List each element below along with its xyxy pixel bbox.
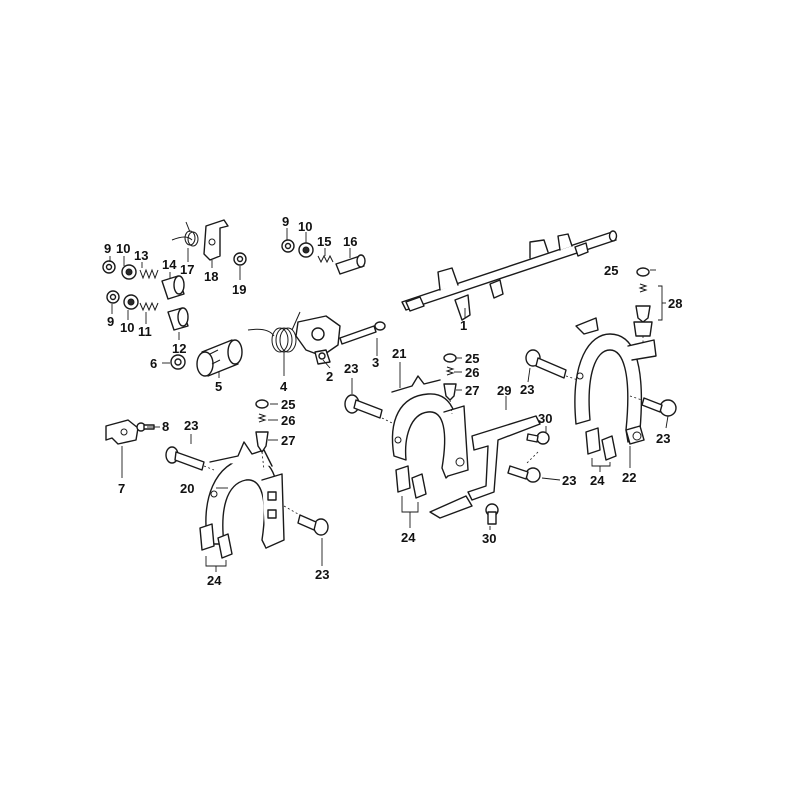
callout-2: 2 bbox=[326, 369, 333, 384]
assembly-dash-lines bbox=[203, 336, 644, 515]
callout-4: 4 bbox=[280, 379, 288, 394]
screw-30-lower bbox=[485, 503, 499, 525]
callout-12: 12 bbox=[172, 341, 186, 356]
callout-23-a: 23 bbox=[184, 418, 198, 433]
selector-lever-part bbox=[295, 315, 341, 365]
slide-pad-24-right bbox=[585, 427, 617, 461]
callout-24-right: 24 bbox=[590, 473, 605, 488]
callout-22: 22 bbox=[622, 470, 636, 485]
bracket-part bbox=[105, 419, 139, 445]
callout-20: 20 bbox=[180, 481, 194, 496]
bushing-part bbox=[170, 354, 186, 370]
callout-26-middle: 26 bbox=[465, 365, 479, 380]
callout-10-center: 10 bbox=[298, 219, 312, 234]
callout-19: 19 bbox=[232, 282, 246, 297]
mounting-plate-part bbox=[203, 219, 229, 261]
callout-6: 6 bbox=[150, 356, 157, 371]
callout-10-upper: 10 bbox=[116, 241, 130, 256]
callout-23-d: 23 bbox=[520, 382, 534, 397]
screw-30-upper bbox=[526, 431, 550, 445]
callout-1: 1 bbox=[460, 318, 467, 333]
bolt-part bbox=[339, 321, 386, 345]
guide-rail-part bbox=[429, 415, 541, 519]
callout-29: 29 bbox=[497, 383, 511, 398]
callout-21: 21 bbox=[392, 346, 406, 361]
callout-25-middle: 25 bbox=[465, 351, 479, 366]
callout-27-middle: 27 bbox=[465, 383, 479, 398]
callout-30-lower: 30 bbox=[482, 531, 496, 546]
callout-16: 16 bbox=[343, 234, 357, 249]
detent-upper-group bbox=[102, 260, 185, 300]
pin-bolt-23-left-lower bbox=[297, 514, 329, 536]
callout-30-upper: 30 bbox=[538, 411, 552, 426]
callout-25-left: 25 bbox=[281, 397, 295, 412]
callout-14: 14 bbox=[162, 257, 177, 272]
pin-bolt-23-rail bbox=[507, 465, 541, 483]
callout-18: 18 bbox=[204, 269, 218, 284]
torsion-spring-part bbox=[247, 311, 301, 353]
detent-stack-right bbox=[633, 267, 653, 337]
callout-27-left: 27 bbox=[281, 433, 295, 448]
callout-7: 7 bbox=[118, 481, 125, 496]
slide-pad-24-left bbox=[199, 523, 233, 559]
callout-9-upper: 9 bbox=[104, 241, 111, 256]
pin-bolt-23-middle bbox=[344, 394, 383, 419]
slide-pad-24-middle bbox=[395, 465, 427, 499]
callout-9-center: 9 bbox=[282, 214, 289, 229]
callout-11: 11 bbox=[138, 324, 152, 339]
callout-17: 17 bbox=[180, 262, 194, 277]
callout-5: 5 bbox=[215, 379, 222, 394]
washer-part bbox=[233, 252, 247, 266]
callout-24-left: 24 bbox=[207, 573, 222, 588]
pin-bolt-23-right bbox=[641, 397, 677, 417]
detent-center-group bbox=[281, 239, 366, 275]
callout-8: 8 bbox=[162, 419, 169, 434]
callout-24-middle: 24 bbox=[401, 530, 416, 545]
callout-26-left: 26 bbox=[281, 413, 295, 428]
detent-stack-middle bbox=[443, 353, 457, 401]
selector-shaft-part bbox=[401, 230, 618, 321]
callout-23-e: 23 bbox=[562, 473, 576, 488]
callout-10-lower: 10 bbox=[120, 320, 134, 335]
pin-bolt-23-left bbox=[165, 446, 205, 471]
shift-fork-right-part bbox=[574, 317, 657, 445]
sleeve-part bbox=[196, 339, 243, 377]
detent-lower-group bbox=[106, 290, 189, 331]
pin-bolt-23-right-upper bbox=[525, 349, 567, 379]
callout-25-right: 25 bbox=[604, 263, 618, 278]
shift-fork-middle-part bbox=[391, 375, 469, 479]
detent-stack-left bbox=[255, 399, 269, 453]
callout-15: 15 bbox=[317, 234, 331, 249]
callout-23-f: 23 bbox=[656, 431, 670, 446]
callout-13: 13 bbox=[134, 248, 148, 263]
clip-spring-part bbox=[171, 221, 199, 247]
callout-3: 3 bbox=[372, 355, 379, 370]
callout-labels: 1 2 3 4 5 6 7 8 9 10 13 14 9 10 11 12 17… bbox=[104, 214, 682, 588]
callout-23-c: 23 bbox=[344, 361, 358, 376]
shift-fork-left-part bbox=[205, 441, 285, 549]
callout-23-b: 23 bbox=[315, 567, 329, 582]
leader-lines bbox=[109, 228, 669, 572]
callout-9-lower: 9 bbox=[107, 314, 114, 329]
callout-28: 28 bbox=[668, 296, 682, 311]
